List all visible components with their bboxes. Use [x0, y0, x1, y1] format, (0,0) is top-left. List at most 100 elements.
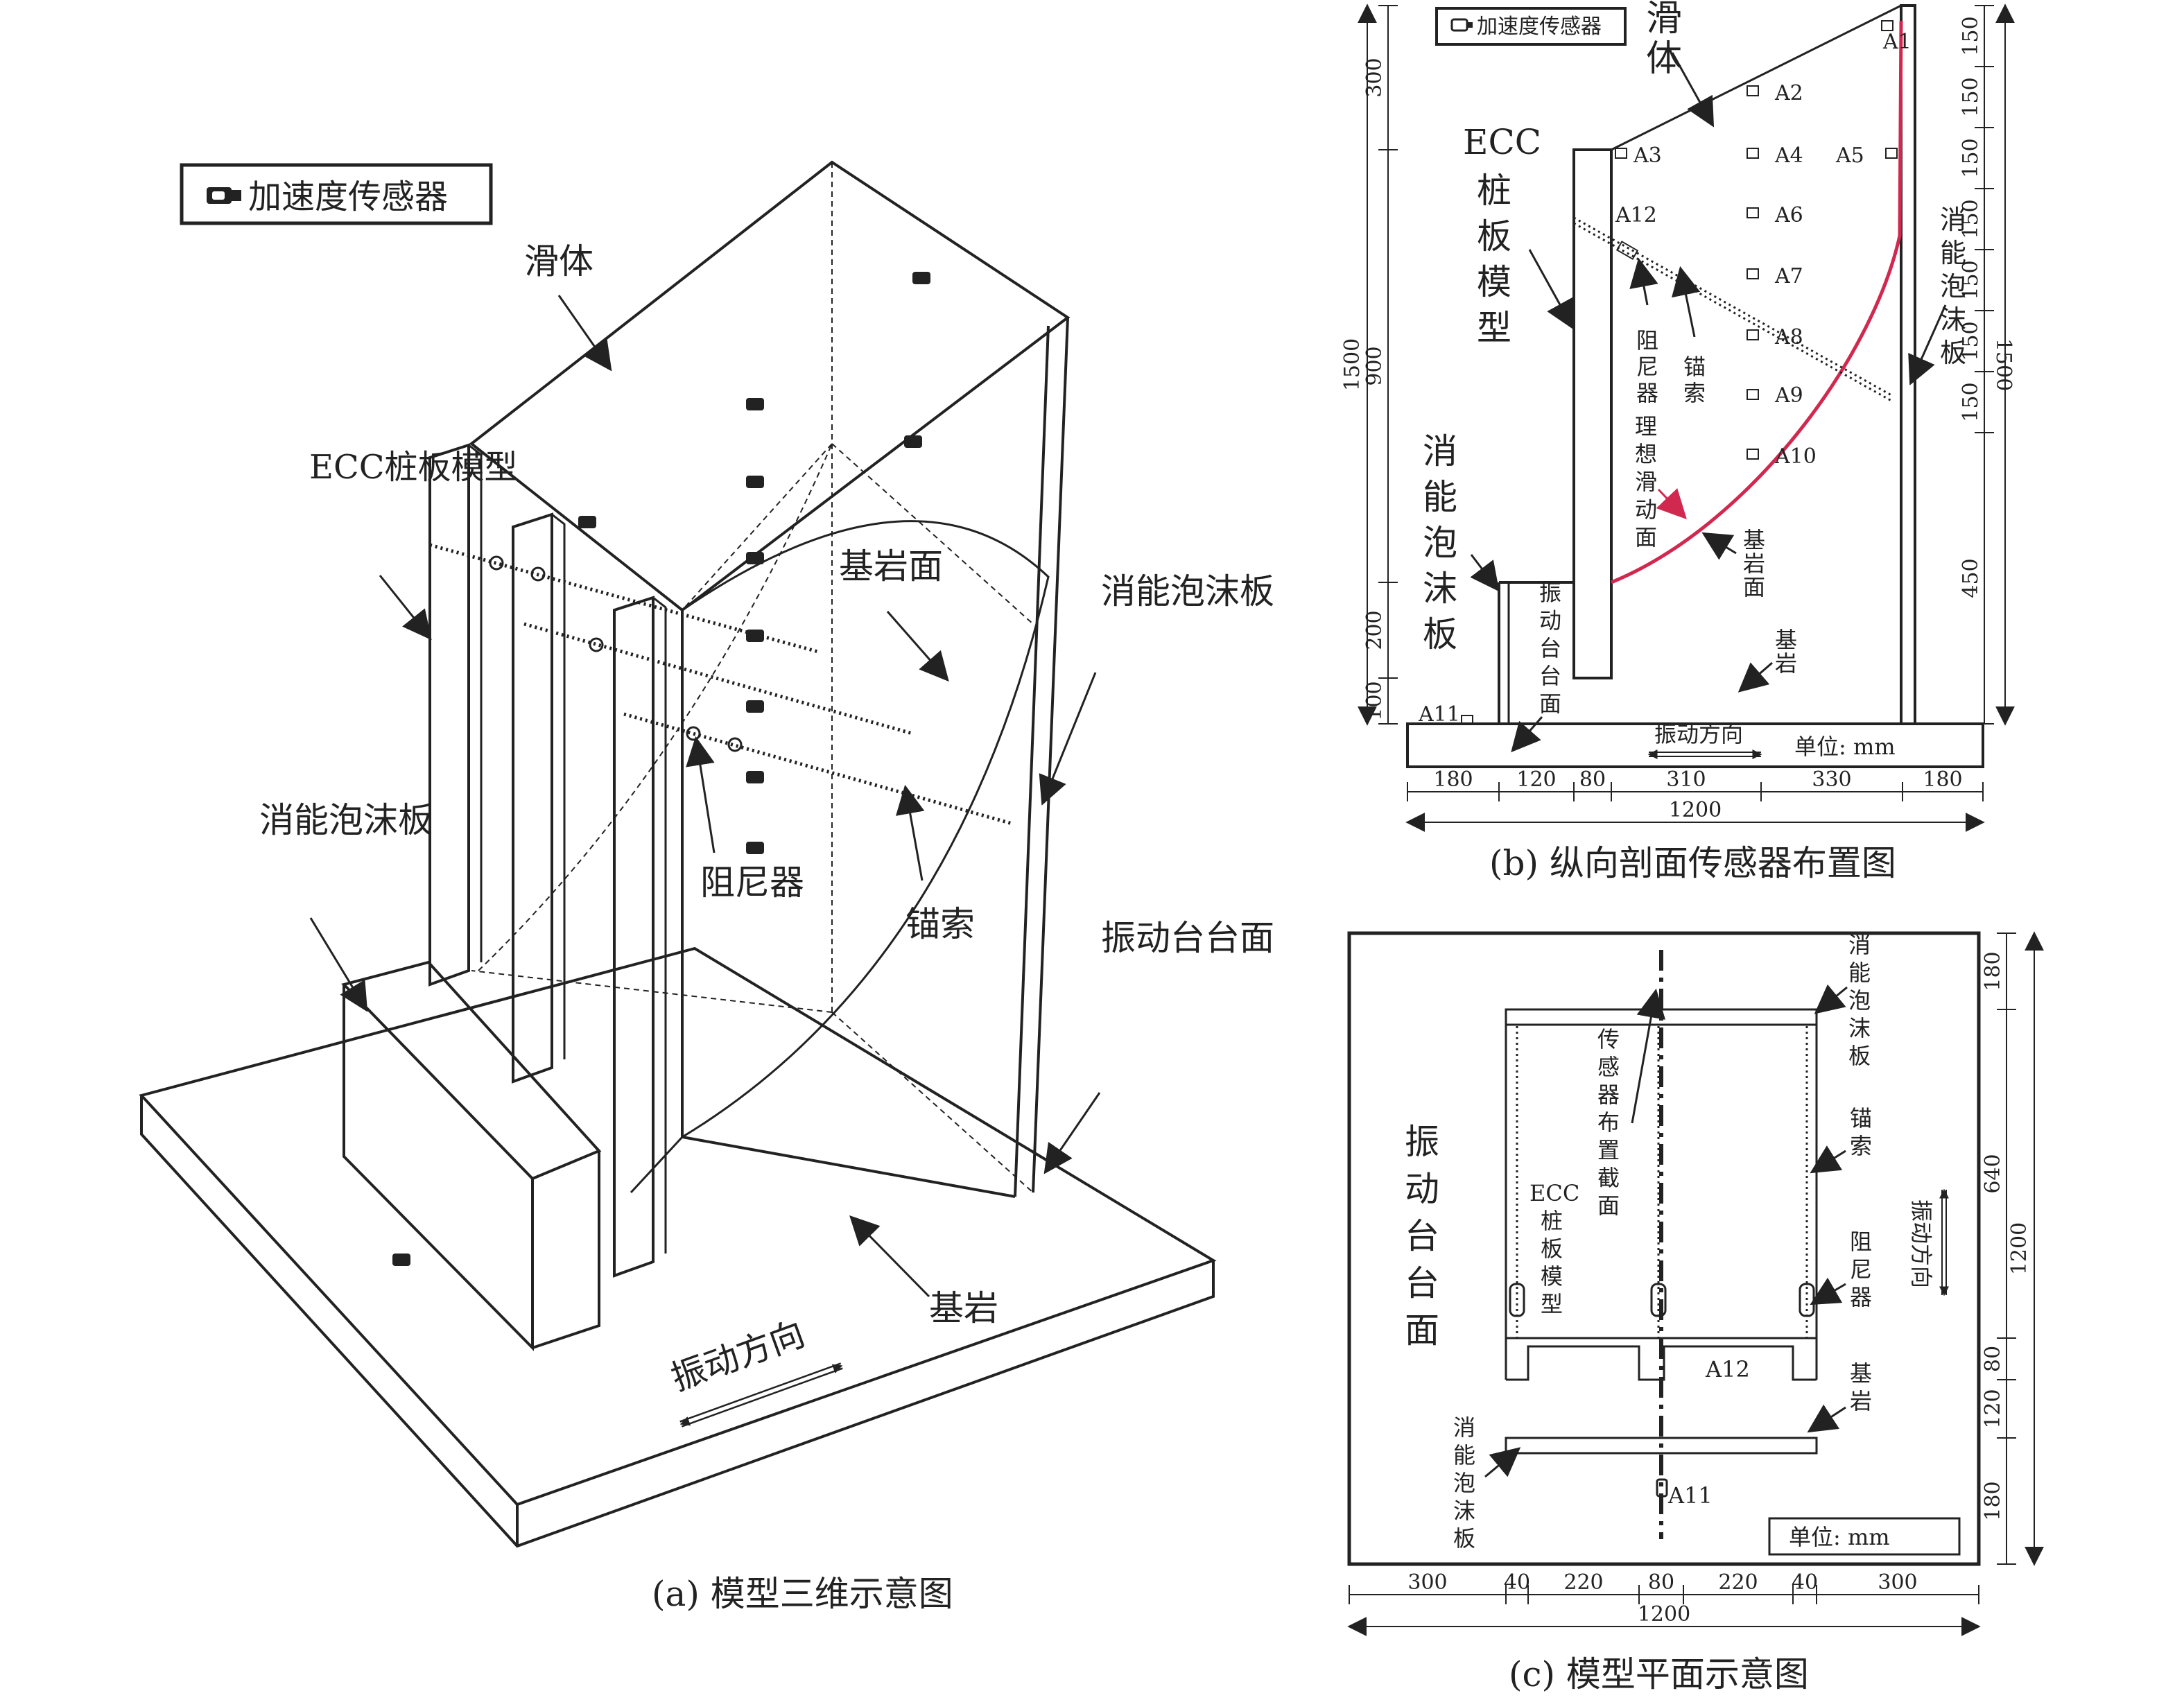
dim-bottom-b-label: 330 [1812, 767, 1851, 792]
label-foam-left-b-text: 消能泡沫板 [1423, 431, 1457, 654]
sensor-a11: A11 [1418, 702, 1460, 727]
label-foam-right: 消能泡沫板 [1101, 571, 1274, 612]
sensor-icon [1656, 1478, 1668, 1498]
dim-left-total-b-label: 1500 [1340, 338, 1364, 391]
sensor-a12-c: A12 [1705, 1356, 1750, 1382]
plan-labels: 振动台台面 传感器布置截面 ECC 桩板模型 消能泡沫板 锚索 阻尼器 基岩 消… [1405, 932, 1961, 1556]
sensor-icon [746, 630, 764, 642]
label-damper-c: 阻尼器 [1850, 1229, 1872, 1310]
label-foam-right-b-text: 消能泡沫板 [1940, 205, 1966, 368]
damper-icon [1509, 1283, 1525, 1317]
sensor-icon [746, 398, 764, 410]
sensor-a3: A3 [1633, 144, 1662, 168]
sensor-icon [746, 476, 764, 488]
label-direction-b: 振动方向 [1654, 721, 1743, 747]
label-bedrock-face-b-text: 基岩面 [1743, 527, 1765, 600]
label-ideal-surface-b-text: 理想滑动面 [1635, 413, 1657, 550]
sensor-a12: A12 [1615, 203, 1657, 227]
sensor-a4: A4 [1774, 144, 1803, 168]
label-foam-bottom-c: 消能泡沫板 [1453, 1414, 1475, 1552]
label-damper: 阻尼器 [700, 862, 804, 903]
dim-right-total-b-label: 1500 [1991, 338, 2016, 391]
label-bedrock-face-b: 基岩面 [1743, 527, 1765, 600]
dim-right-c-label: 120 [1981, 1389, 2005, 1428]
legend-box: 加速度传感器 [180, 163, 493, 225]
label-ideal-surface-b: 理想滑动面 [1635, 413, 1657, 550]
label-foam-top-c: 消能泡沫板 [1848, 932, 1871, 1069]
sensor-icon [1747, 207, 1759, 218]
sensor-icon [1461, 715, 1473, 725]
sensor-a9: A9 [1774, 383, 1803, 408]
dim-bottom-b-label: 80 [1579, 767, 1606, 792]
label-bedrock: 基岩 [929, 1288, 998, 1328]
label-bedrock-c: 基岩 [1850, 1360, 1872, 1414]
sensor-icon [1450, 18, 1473, 32]
sensor-a6: A6 [1774, 203, 1803, 227]
sensor-icon [1615, 148, 1627, 159]
shake-table-slab [139, 946, 1217, 1548]
sensor-markers-b: A1 A2 A3 A4 A5 A6 A7 A8 A9 A10 A11 A12 [1418, 20, 1912, 727]
label-bedrock-face: 基岩面 [839, 546, 943, 587]
sensor-icon [746, 842, 764, 854]
sensor-a11-c: A11 [1667, 1482, 1713, 1509]
dim-bottom-c-label: 40 [1504, 1570, 1530, 1595]
sensor-a1: A1 [1882, 30, 1912, 54]
left-block [341, 960, 602, 1351]
label-shake-table-b: 振动台台面 [1539, 580, 1561, 717]
main-body [469, 160, 1071, 1198]
dim-right-c-label: 180 [1981, 951, 2005, 991]
sensor-a2: A2 [1774, 81, 1803, 105]
sensor-icon [1747, 389, 1759, 400]
caption-b: (b) 纵向剖面传感器布置图 [1489, 843, 1896, 883]
label-ecc-model: ECC桩板模型 [309, 448, 518, 487]
dim-right-b-label: 150 [1959, 260, 1983, 300]
caption-c: (c) 模型平面示意图 [1509, 1654, 1809, 1694]
sensor-icon [1881, 20, 1893, 31]
sensor-a7: A7 [1774, 264, 1803, 288]
damper-icon [1615, 241, 1639, 260]
dim-bottom-c-label: 220 [1718, 1570, 1758, 1595]
label-foam-left-b: 消能泡沫板 [1423, 431, 1457, 654]
legend-label: 加速度传感器 [248, 177, 448, 216]
dim-right-total-c-label: 1200 [2007, 1222, 2031, 1275]
dim-bottom-c-label: 220 [1563, 1570, 1603, 1595]
sensor-markers [392, 272, 930, 1266]
label-damper-c-text: 阻尼器 [1850, 1229, 1872, 1310]
dim-bottom-total-b-label: 1200 [1669, 798, 1722, 822]
dim-right-c-label: 640 [1981, 1154, 2005, 1193]
dim-right-c-label: 80 [1981, 1346, 2005, 1372]
sensor-a8: A8 [1774, 325, 1803, 349]
sensor-icon [1747, 85, 1759, 96]
sensor-a5: A5 [1835, 144, 1864, 168]
dimensions-b: 3009002001001500150150150150150150150450… [1340, 3, 2016, 832]
sensor-icon [746, 700, 764, 713]
label-direction-c: 振动方向 [1908, 1199, 1934, 1288]
panel-a-3d-view: 加速度传感器 [139, 160, 1274, 1614]
label-unit-b: 单位: mm [1794, 734, 1896, 760]
label-anchor: 锚索 [905, 904, 975, 944]
sensor-icon [746, 771, 764, 783]
dim-right-b-label: 450 [1959, 558, 1983, 598]
label-foam-bottom-c-text: 消能泡沫板 [1453, 1414, 1475, 1552]
label-sliding-body: 滑体 [524, 241, 593, 281]
dim-bottom-total-c-label: 1200 [1638, 1602, 1690, 1627]
label-foam-right-b: 消能泡沫板 [1940, 205, 1966, 368]
dim-right-b-label: 150 [1959, 77, 1983, 116]
dim-bottom-c-label: 300 [1878, 1570, 1917, 1595]
label-ecc-c: 桩板模型 [1541, 1208, 1563, 1317]
dim-right-b-label: 150 [1959, 382, 1983, 422]
plan-geometry [1505, 950, 1818, 1539]
dim-left-b-label: 100 [1362, 681, 1387, 720]
label-foam-top-c-text: 消能泡沫板 [1848, 932, 1871, 1069]
label-foam-left: 消能泡沫板 [259, 800, 433, 840]
dim-bottom-b-label: 310 [1666, 767, 1706, 792]
label-ecc-b: 桩板模型 [1477, 171, 1511, 348]
caption-a: (a) 模型三维示意图 [652, 1574, 953, 1614]
legend-box-b: 加速度传感器 [1435, 7, 1627, 46]
label-anchor-b: 锚索 [1683, 354, 1706, 406]
dim-bottom-c-label: 300 [1407, 1570, 1447, 1595]
sensor-icon [1747, 449, 1759, 460]
dim-right-b-label: 150 [1959, 138, 1983, 177]
